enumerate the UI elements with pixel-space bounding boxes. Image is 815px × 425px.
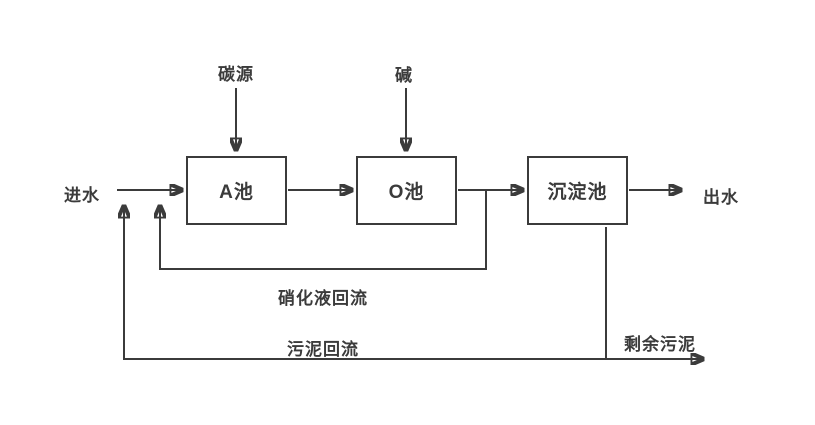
node-tank-a: A池 [186,156,287,225]
node-tank-o: O池 [356,156,457,225]
tank-a-label: A池 [219,182,254,203]
effluent-label: 出水 [703,188,739,207]
node-sedimentation-tank: 沉淀池 [527,156,628,225]
nitrified-liquid-return-label: 硝化液回流 [278,289,368,308]
alkali-label: 碱 [395,66,413,85]
carbon-source-label: 碳源 [218,65,254,84]
influent-label: 进水 [64,186,100,205]
sedimentation-tank-label: 沉淀池 [547,182,608,203]
excess-sludge-label: 剩余污泥 [624,335,696,354]
nitrified-liquid-return-line [160,190,487,270]
sludge-return-label: 污泥回流 [287,340,359,359]
tank-o-label: O池 [388,182,425,203]
sludge-return-line [124,206,606,360]
